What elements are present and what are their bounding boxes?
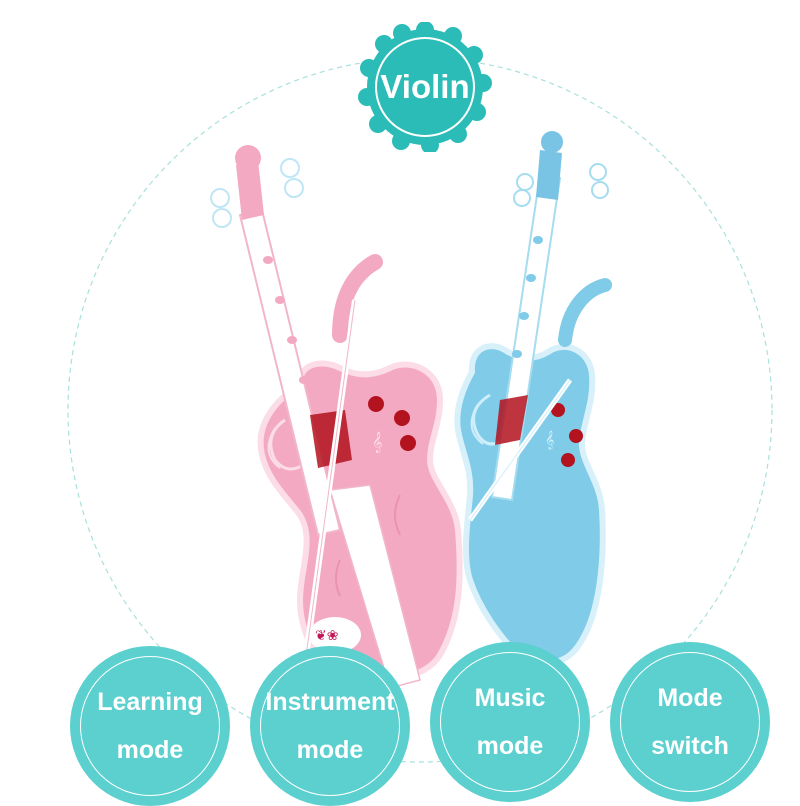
scalloped-badge-shape <box>358 22 492 152</box>
badge-line2: switch <box>651 732 729 760</box>
badge-line2: mode <box>296 736 364 764</box>
badge-ring <box>440 652 580 792</box>
blue-violin: 𝄞 <box>454 131 612 667</box>
feature-badge-music-mode: Music mode <box>430 642 590 802</box>
svg-text:𝄞: 𝄞 <box>545 430 554 450</box>
title-label: Violin <box>380 68 470 105</box>
badge-line1: Instrument <box>265 688 395 716</box>
badge-line1: Music <box>474 684 546 712</box>
badge-ring <box>80 656 220 796</box>
badge-ring <box>620 652 760 792</box>
pink-violin: 𝄞 ❦❀ <box>210 145 463 701</box>
feature-badge-mode-switch: Mode switch <box>610 642 770 802</box>
badge-line2: mode <box>116 736 184 764</box>
svg-text:𝄞: 𝄞 <box>372 432 383 453</box>
feature-badge-instrument-mode: Instrument mode <box>250 646 410 806</box>
badge-line1: Mode <box>657 684 723 712</box>
badge-line1: Learning <box>97 688 203 716</box>
badge-line2: mode <box>476 732 544 760</box>
title-badge: Violin <box>350 22 500 152</box>
badge-ring <box>260 656 400 796</box>
svg-text:❦❀: ❦❀ <box>315 628 338 644</box>
feature-badge-learning-mode: Learning mode <box>70 646 230 806</box>
